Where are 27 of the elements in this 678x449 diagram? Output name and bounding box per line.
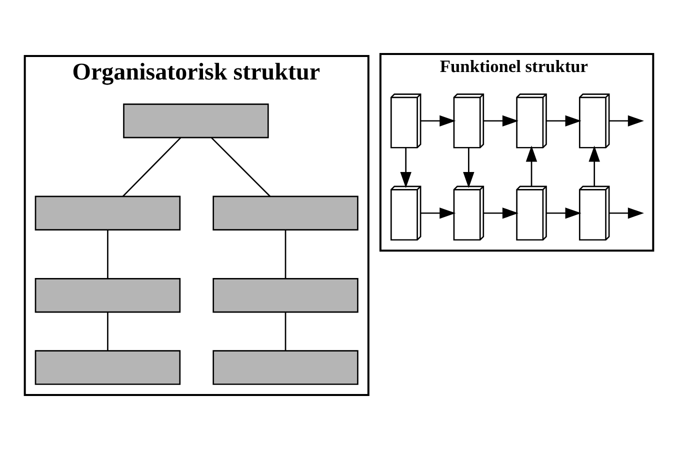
arrow (483, 115, 518, 127)
connector (107, 312, 108, 351)
connector (284, 230, 286, 278)
arrow (609, 208, 644, 219)
arrow (420, 208, 456, 219)
arrow (400, 148, 412, 188)
cluster: Organisatorisk struktur (24, 55, 370, 396)
node-box (212, 196, 358, 231)
node-box (34, 278, 181, 313)
node-box (212, 350, 358, 385)
connector (211, 137, 271, 197)
node-box (34, 350, 181, 385)
arrow (546, 115, 582, 127)
connector (107, 230, 108, 278)
cluster: Funktionel struktur (379, 53, 654, 252)
node-box (212, 278, 358, 313)
arrow (526, 146, 538, 186)
node-box (123, 104, 269, 138)
node-box (34, 196, 181, 231)
arrow (609, 115, 644, 127)
connector (122, 137, 182, 197)
arrow (463, 148, 474, 188)
arrow (483, 208, 518, 219)
arrow (588, 146, 600, 186)
arrow (546, 208, 582, 219)
connector (284, 312, 286, 351)
arrow (420, 115, 456, 127)
